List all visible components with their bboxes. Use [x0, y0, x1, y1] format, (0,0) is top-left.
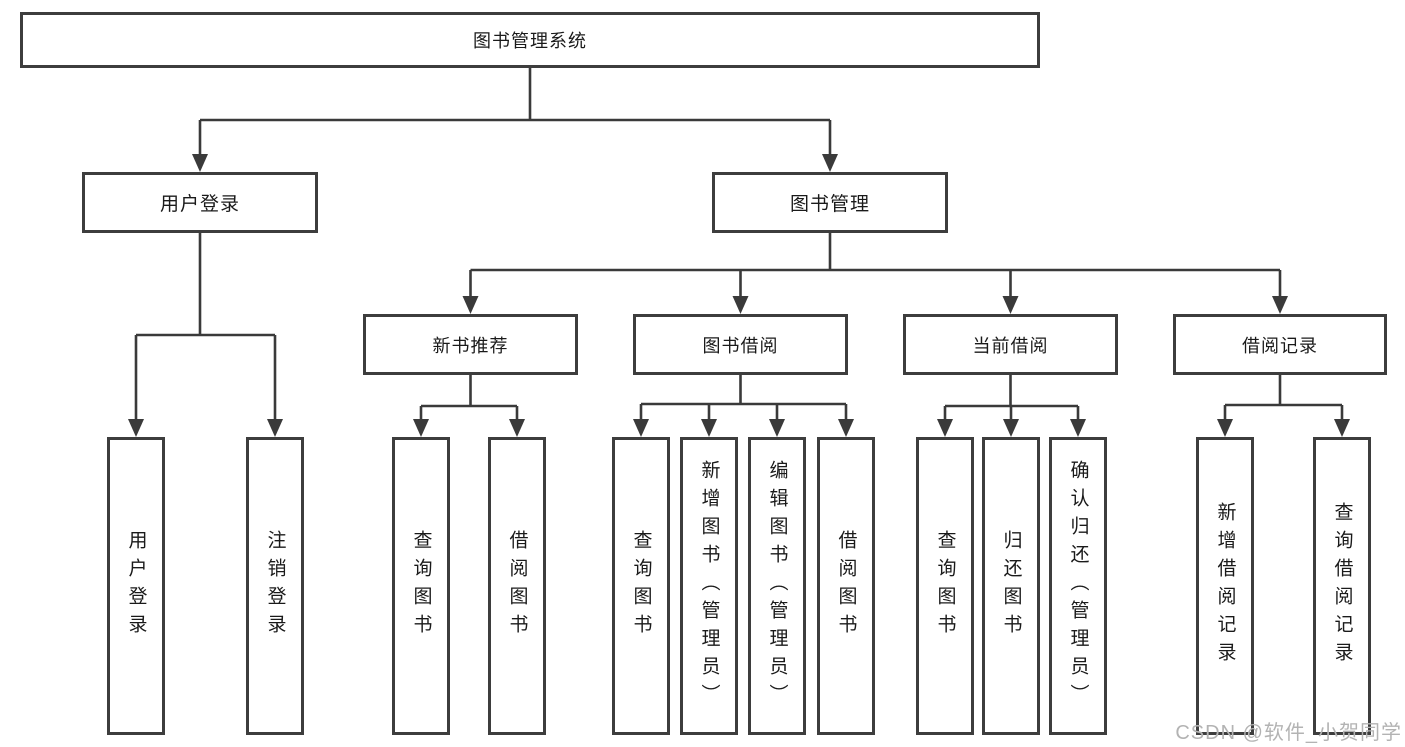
arrowhead [128, 419, 144, 437]
arrowhead [192, 154, 208, 172]
leaf-current-confirm-return-admin: 确认归还（管理员） [1049, 437, 1107, 735]
arrowhead [1334, 419, 1350, 437]
node-label: 用户登录 [159, 194, 240, 215]
arrowhead [1003, 419, 1019, 437]
arrowhead [413, 419, 429, 437]
leaf-borrowing-add-books-admin: 新增图书（管理员） [680, 437, 738, 735]
leaf-records-query-borrow-record: 查询借阅记录 [1313, 437, 1371, 735]
arrowhead [769, 419, 785, 437]
node-label: 借阅记录 [1242, 335, 1318, 356]
node-label: 查询图书 [934, 530, 956, 642]
node-label: 图书管理系统 [473, 31, 587, 51]
arrowhead [509, 419, 525, 437]
arrowhead [267, 419, 283, 437]
node-book-management: 图书管理 [712, 172, 948, 233]
node-label: 新增图书（管理员） [698, 460, 720, 712]
connector-new-book-rec-to-leaves [413, 375, 525, 437]
node-label: 图书管理 [789, 194, 870, 215]
node-label: 确认归还（管理员） [1067, 460, 1089, 712]
leaf-current-query-books: 查询图书 [916, 437, 974, 735]
leaf-borrowing-query-books: 查询图书 [612, 437, 670, 735]
arrowhead [633, 419, 649, 437]
node-label: 查询图书 [410, 530, 432, 642]
arrowhead [1002, 296, 1019, 314]
connector-borrowing-records-to-leaves [1217, 375, 1350, 437]
connector-current-borrowing-to-leaves [937, 375, 1086, 437]
leaf-user-login: 用户登录 [107, 437, 165, 735]
leaf-borrowing-borrow-books: 借阅图书 [817, 437, 875, 735]
node-current-borrowing: 当前借阅 [903, 314, 1118, 375]
node-label: 图书借阅 [702, 335, 779, 356]
arrowhead [822, 154, 838, 172]
node-label: 新增借阅记录 [1214, 502, 1236, 670]
node-label: 用户登录 [125, 530, 147, 642]
node-label: 编辑图书（管理员） [766, 460, 788, 712]
node-label: 注销登录 [264, 530, 286, 642]
node-label: 借阅图书 [835, 530, 857, 642]
node-book-borrowing: 图书借阅 [633, 314, 848, 375]
node-label: 归还图书 [1000, 530, 1022, 642]
csdn-watermark: CSDN @软件_小贺同学 [1175, 722, 1402, 744]
leaf-records-add-borrow-record: 新增借阅记录 [1196, 437, 1254, 735]
arrowhead [732, 296, 749, 314]
arrowhead [1272, 296, 1288, 314]
node-label: 当前借阅 [972, 335, 1049, 356]
node-label: 新书推荐 [432, 335, 509, 356]
node-library-management-system: 图书管理系统 [20, 12, 1040, 68]
arrowhead [1070, 419, 1086, 437]
arrowhead [838, 419, 854, 437]
leaf-recommend-borrow-books: 借阅图书 [488, 437, 546, 735]
arrowhead [701, 419, 717, 437]
leaf-current-return-books: 归还图书 [982, 437, 1040, 735]
node-borrowing-records: 借阅记录 [1173, 314, 1387, 375]
connector-root-to-level2 [192, 68, 838, 172]
node-label: 查询图书 [630, 530, 652, 642]
arrowhead [462, 296, 479, 314]
leaf-borrowing-edit-books-admin: 编辑图书（管理员） [748, 437, 806, 735]
leaf-logout: 注销登录 [246, 437, 304, 735]
arrowhead [937, 419, 953, 437]
connector-user-login-to-leaves [128, 233, 283, 437]
leaf-recommend-query-books: 查询图书 [392, 437, 450, 735]
node-label: 查询借阅记录 [1331, 502, 1353, 670]
connector-book-borrowing-to-leaves [633, 375, 854, 437]
node-new-book-recommendation: 新书推荐 [363, 314, 578, 375]
connector-book-mgmt-to-level3 [462, 233, 1288, 314]
arrowhead [1217, 419, 1233, 437]
node-label: 借阅图书 [506, 530, 528, 642]
node-user-login-group: 用户登录 [82, 172, 318, 233]
